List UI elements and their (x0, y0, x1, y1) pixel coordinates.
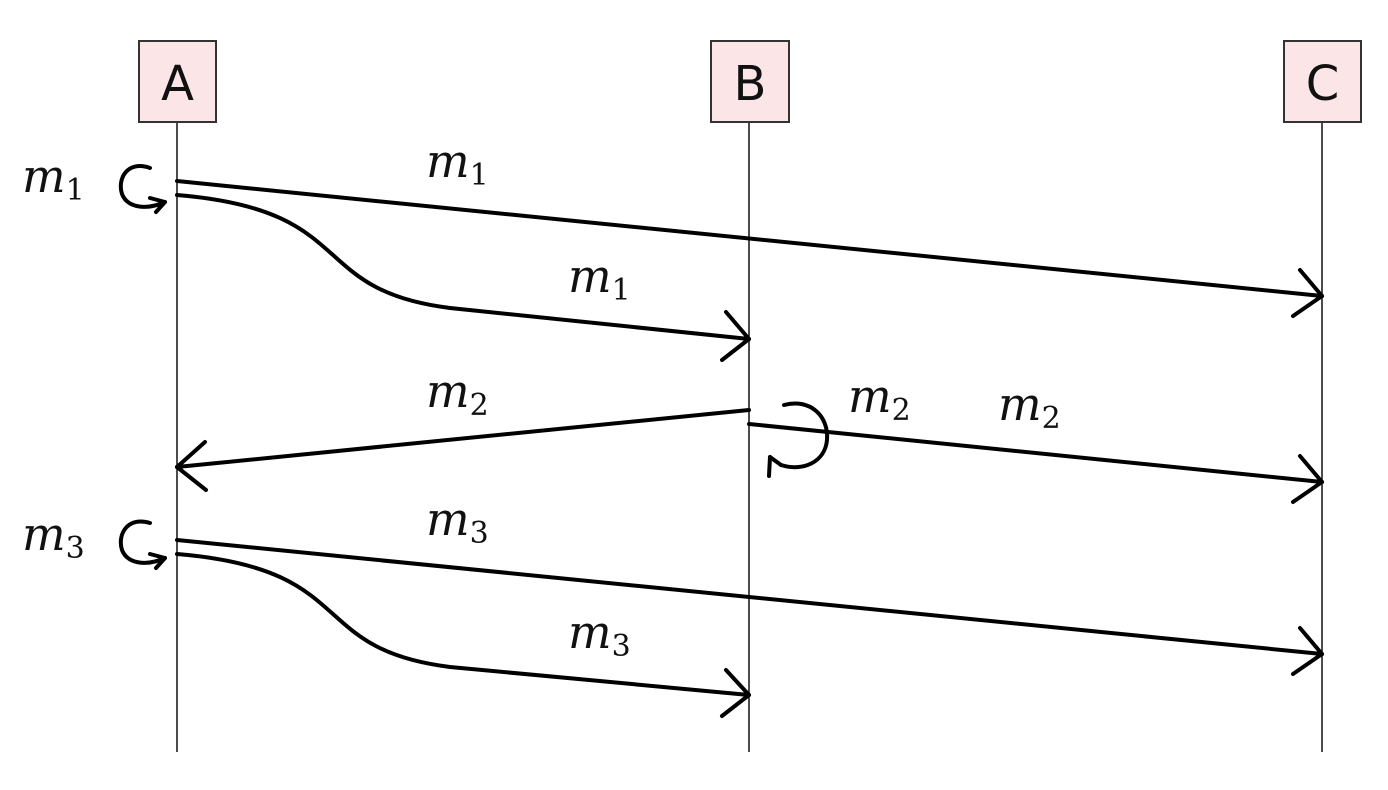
m1-to-c-label: m1 (426, 134, 489, 193)
process-b-header: B (710, 40, 790, 123)
process-c-header: C (1283, 40, 1362, 123)
m3-self-label: m3 (22, 507, 85, 566)
m3-to-c-label: m3 (426, 492, 489, 551)
process-a-label: A (161, 56, 194, 112)
m3-a-to-b-arrow (175, 552, 751, 718)
m3-self-delivery-arrow (118, 519, 167, 570)
m2-b-to-a-arrow (175, 408, 751, 492)
m1-to-b-label: m1 (568, 249, 631, 308)
process-b-label: B (734, 56, 767, 112)
m2-self-delivery-arrow (767, 401, 830, 478)
m1-self-delivery-arrow (118, 164, 167, 214)
m2-b-to-c-arrow (747, 422, 1324, 504)
m3-to-b-label: m3 (568, 605, 631, 664)
m2-to-c-label: m2 (998, 377, 1061, 436)
m1-a-to-c-arrow (175, 179, 1324, 318)
process-c-label: C (1306, 56, 1340, 112)
m1-self-label: m1 (22, 149, 85, 208)
m2-self-label: m2 (848, 369, 911, 428)
m2-to-a-label: m2 (426, 364, 489, 423)
m1-a-to-b-arrow (175, 193, 751, 362)
m3-a-to-c-arrow (175, 538, 1324, 676)
process-a-header: A (138, 40, 217, 123)
